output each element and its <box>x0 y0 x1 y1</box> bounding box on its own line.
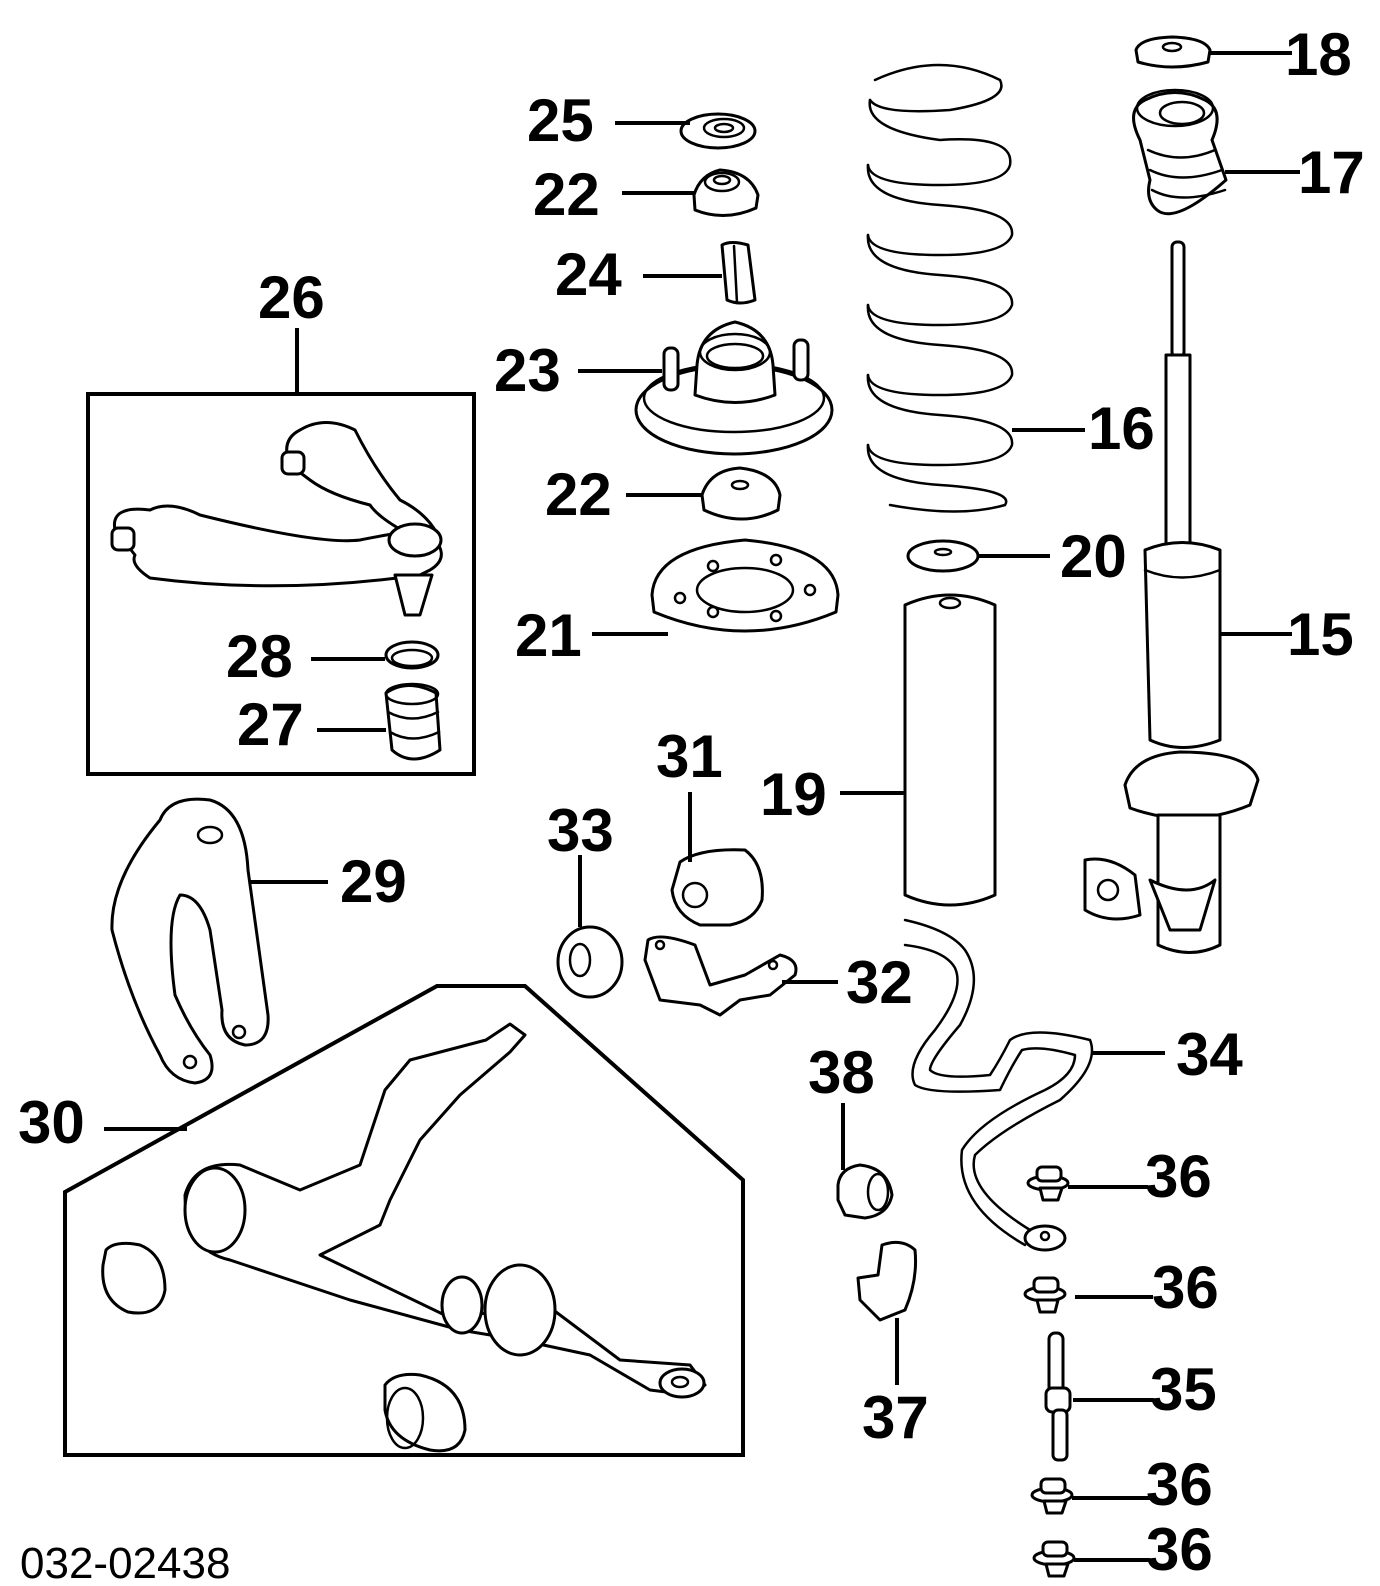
part-dust-boot-19 <box>903 593 997 907</box>
drawing-code: 032-02438 <box>20 1539 230 1586</box>
part-spring-seat-20 <box>906 539 980 573</box>
part-dust-cap-18 <box>1134 35 1212 69</box>
callout-30: 30 <box>18 1089 85 1156</box>
callout-18: 18 <box>1285 21 1352 88</box>
part-link-bushing-36c <box>1030 1477 1074 1515</box>
callout-16: 16 <box>1088 395 1155 462</box>
callout-22-lower: 22 <box>545 461 612 528</box>
part-holder-37 <box>856 1240 917 1322</box>
callout-37: 37 <box>862 1384 929 1451</box>
part-lower-arm-30 <box>101 1022 707 1453</box>
callout-28: 28 <box>226 623 293 690</box>
part-boot-27 <box>384 682 442 761</box>
callout-32: 32 <box>846 949 913 1016</box>
part-stab-bushing-38 <box>836 1163 894 1220</box>
part-link-35 <box>1044 1331 1072 1462</box>
part-upper-arm-26 <box>110 421 443 617</box>
part-base-plate-21 <box>650 538 840 633</box>
part-strut-mount-23 <box>634 320 834 456</box>
part-link-bushing-36a <box>1026 1165 1070 1202</box>
part-stabilizer-bar-34 <box>903 918 1094 1252</box>
lower-arm-group-box <box>63 984 745 1457</box>
callout-38: 38 <box>808 1039 875 1106</box>
callout-23: 23 <box>494 337 561 404</box>
callout-22-upper: 22 <box>533 161 600 228</box>
callout-20: 20 <box>1060 523 1127 590</box>
part-bump-stop-17 <box>1132 88 1228 216</box>
callout-26: 26 <box>258 264 325 331</box>
callout-36b: 36 <box>1152 1254 1219 1321</box>
callout-33: 33 <box>547 797 614 864</box>
callout-15: 15 <box>1287 601 1354 668</box>
callout-25: 25 <box>527 87 594 154</box>
part-radius-bushing-31 <box>670 848 764 927</box>
callout-19: 19 <box>760 761 827 828</box>
upper-arm-group-box <box>86 392 476 776</box>
callout-21: 21 <box>515 602 582 669</box>
part-snap-ring-28 <box>384 640 440 670</box>
callout-36c: 36 <box>1146 1451 1213 1518</box>
callout-24: 24 <box>555 241 622 308</box>
callout-31: 31 <box>656 723 723 790</box>
callout-36a: 36 <box>1145 1143 1212 1210</box>
callout-34: 34 <box>1176 1021 1243 1088</box>
callout-27: 27 <box>237 691 304 758</box>
part-bushing-22-lower <box>700 466 782 521</box>
part-bushing-22-upper <box>692 168 760 218</box>
part-coil-spring-16 <box>866 63 1014 513</box>
part-bracket-32 <box>643 935 798 1017</box>
part-link-bushing-36d <box>1032 1540 1076 1578</box>
callout-36d: 36 <box>1146 1516 1213 1583</box>
part-bushing-33 <box>556 925 624 999</box>
callout-35: 35 <box>1150 1356 1217 1423</box>
part-collar-24 <box>720 241 757 305</box>
part-link-bushing-36b <box>1023 1276 1067 1314</box>
part-fork-29 <box>110 797 270 1085</box>
part-washer-25 <box>679 112 757 150</box>
callout-17: 17 <box>1298 139 1365 206</box>
callout-29: 29 <box>340 848 407 915</box>
part-strut-15 <box>1083 240 1260 954</box>
